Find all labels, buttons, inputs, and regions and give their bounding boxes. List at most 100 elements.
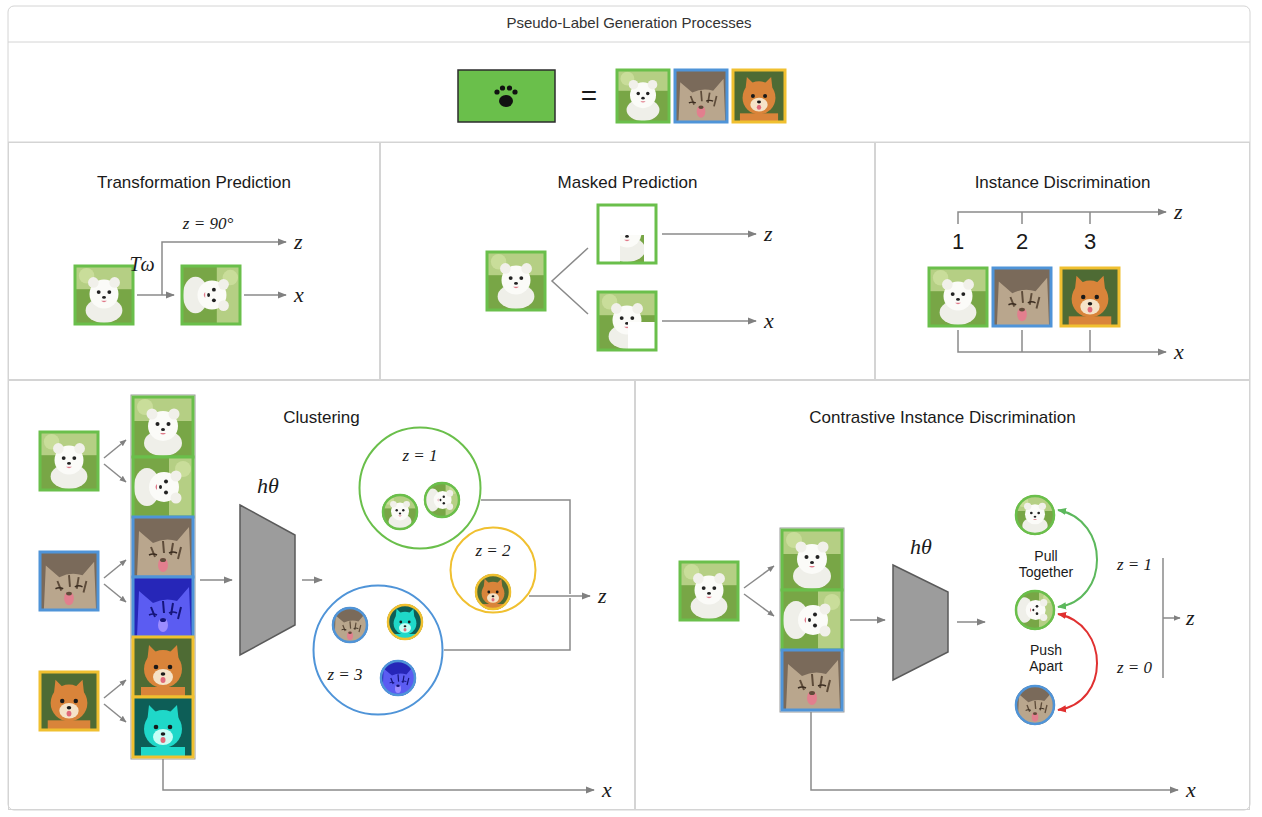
dog-tile <box>617 70 669 122</box>
batch-stack <box>780 528 844 712</box>
input-symbol: x <box>294 282 304 307</box>
encoder-label: hθ <box>234 473 302 498</box>
blue-cat-tile <box>133 577 193 637</box>
dog-image <box>40 432 98 490</box>
pom-image <box>40 672 98 730</box>
tile-border <box>487 252 545 310</box>
cluster-label: z = 3 <box>327 665 362 685</box>
cat-image <box>993 268 1051 326</box>
encoder-label: hθ <box>887 534 955 559</box>
dog-image <box>598 292 656 350</box>
pom-tile <box>40 672 98 730</box>
cat-image <box>40 552 98 610</box>
tile-border <box>733 70 785 122</box>
thumb-border <box>1016 591 1054 629</box>
bracket-tick <box>1022 330 1090 352</box>
paw-box <box>458 70 555 122</box>
encoder-trapezoid-outline <box>240 505 295 655</box>
fork-arrow <box>104 680 126 698</box>
paw-pad <box>499 95 513 107</box>
tile-border <box>680 562 738 620</box>
instance-number: 1 <box>952 229 964 254</box>
paw-toe <box>494 89 499 94</box>
batch-stack <box>131 395 195 759</box>
rotated-dog-tile <box>782 590 842 650</box>
paw-toe <box>507 85 512 90</box>
target-symbol: z <box>1174 199 1183 224</box>
tile-border <box>598 292 656 350</box>
tile-border <box>782 650 842 710</box>
cluster-shape <box>312 584 444 716</box>
cat-tile <box>782 650 842 710</box>
tile-border <box>782 530 842 590</box>
pom-tile <box>133 637 193 697</box>
dog-image <box>182 266 240 324</box>
cat-image <box>675 70 727 122</box>
pull-label: Pull Together <box>1014 548 1078 580</box>
method-panel: Transformation Prediction <box>8 142 380 380</box>
tile-border <box>75 266 133 324</box>
tile-border <box>675 70 727 122</box>
cat-tile <box>40 552 98 610</box>
dog-image <box>617 70 669 122</box>
paw-toe <box>500 85 505 90</box>
cat-image <box>1015 685 1055 725</box>
dog-image <box>75 266 133 324</box>
thumb-border <box>1016 686 1054 724</box>
tile-border <box>1061 268 1119 326</box>
input-symbol: x <box>1186 777 1196 802</box>
cluster-circle: z = 3 <box>312 584 444 716</box>
pom-tile <box>733 70 785 122</box>
pom-image <box>733 70 785 122</box>
dog-tile <box>487 252 545 310</box>
method-panel: Instance Discrimination <box>875 142 1250 380</box>
tile-border <box>617 70 669 122</box>
method-panel: Contrastive Instance Discriminationhθ <box>635 380 1250 810</box>
dog-thumb <box>1015 495 1055 535</box>
cat-tile <box>675 70 727 122</box>
fork-arrow <box>104 704 126 722</box>
arrow-line <box>244 294 286 296</box>
mask-area <box>598 205 656 263</box>
transform-symbol: Tω <box>129 253 154 276</box>
dog-image <box>1015 495 1055 535</box>
fork-arrow <box>104 464 126 482</box>
blue-cat-thumb <box>380 660 416 696</box>
target-symbol: z <box>764 221 773 246</box>
dog-tile <box>782 530 842 590</box>
tile-border <box>993 268 1051 326</box>
cluster-circle-outline <box>451 528 536 613</box>
panel-heading: Masked Prediction <box>380 173 875 193</box>
encoder-trapezoid: hθ <box>234 466 302 658</box>
target-symbol: z <box>598 583 607 608</box>
arrow-line <box>957 621 985 623</box>
rotated-dog-thumb <box>1015 590 1055 630</box>
figure-frame <box>8 6 1250 810</box>
thumb-border <box>333 608 367 642</box>
cluster-label: z = 2 <box>475 541 510 561</box>
cat-thumb <box>1015 685 1055 725</box>
tile-border <box>133 697 193 757</box>
dog-image <box>680 562 738 620</box>
equals-sign: = <box>581 80 597 112</box>
encoder-trapezoid-outline <box>893 565 948 680</box>
method-panel: Clusteringhθz = 1z = 2z = 3 <box>8 380 635 810</box>
cyan-pom-tile <box>133 697 193 757</box>
arrow-line <box>200 579 232 581</box>
dog-tile <box>680 562 738 620</box>
pseudo-label-value: z = 1 <box>1117 555 1152 575</box>
fork-arrow <box>744 566 774 588</box>
cat-tile <box>133 517 193 577</box>
bracket-arrow <box>1163 617 1180 619</box>
figure-title: Pseudo-Label Generation Processes <box>506 14 751 31</box>
instance-number: 3 <box>1084 229 1096 254</box>
dog-thumb <box>382 494 418 530</box>
paw-box-rect <box>458 70 555 122</box>
encoder-trapezoid: hθ <box>887 528 955 684</box>
pom-image <box>133 637 193 697</box>
dog-image <box>133 397 193 457</box>
pom-image <box>475 574 511 610</box>
rule-line <box>8 142 1250 143</box>
tile-border <box>782 590 842 650</box>
fork-arrow <box>744 594 774 616</box>
